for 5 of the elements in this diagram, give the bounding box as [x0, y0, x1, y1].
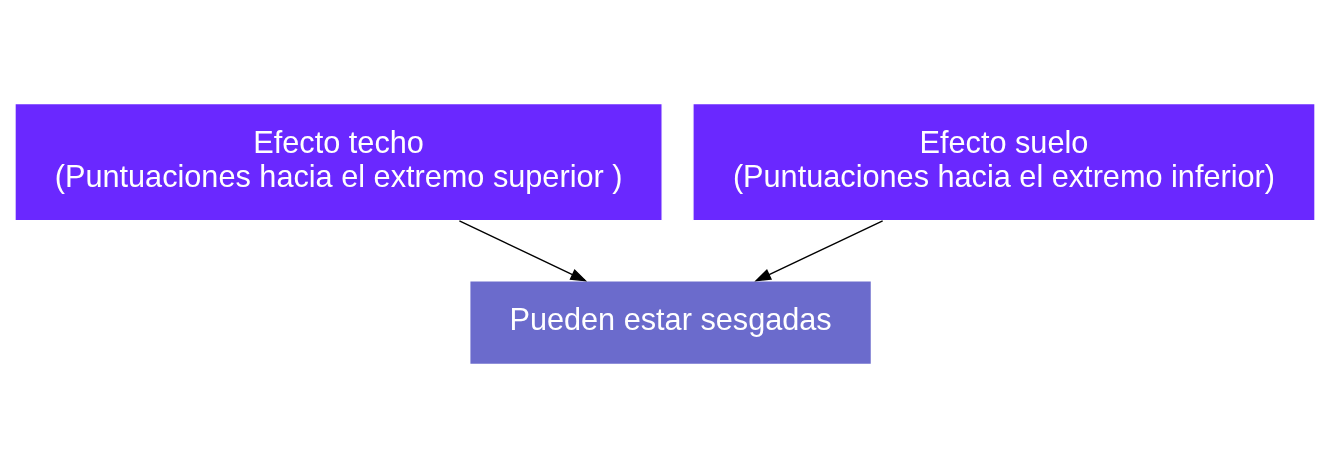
node-box: Efecto techo (Puntuaciones hacia el extremo superior ): [14, 102, 663, 222]
arrow: [458, 220, 588, 282]
arrow: [754, 220, 884, 282]
node-box: Pueden estar sesgadas: [469, 280, 873, 366]
node-box: Efecto suelo (Puntuaciones hacia el extremo inferior): [692, 102, 1316, 222]
